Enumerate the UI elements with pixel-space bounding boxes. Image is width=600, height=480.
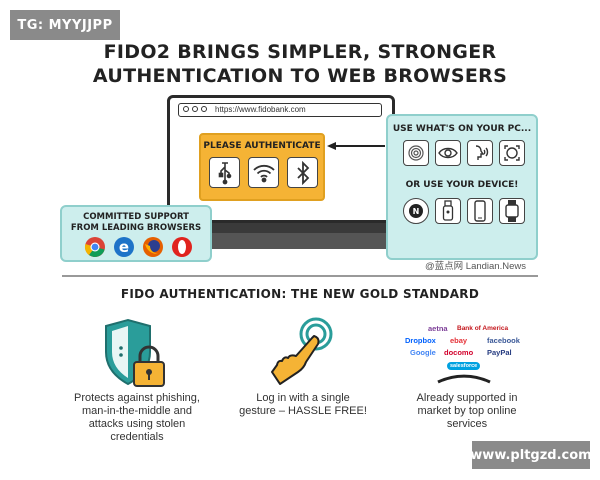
window-dots: [183, 106, 207, 112]
authenticate-label: PLEASE AUTHENTICATE: [203, 141, 321, 151]
phone-icon: [467, 198, 493, 224]
arrow-left-icon: [327, 142, 385, 150]
svg-text:N: N: [413, 207, 420, 216]
page-title: FIDO2 BRINGS SIMPLER, STRONGER AUTHENTIC…: [0, 40, 600, 88]
support-label-line-1: COMMITTED SUPPORT: [83, 212, 189, 222]
partner-logos-icon: [437, 374, 491, 384]
browser-url-bar: https://www.fidobank.com: [178, 103, 382, 117]
usb-icon: [209, 157, 240, 188]
pc-heading: USE WHAT'S ON YOUR PC...: [392, 124, 532, 134]
feature-caption-supported: Already supported in market by top onlin…: [392, 392, 542, 431]
feature-caption-phishing: Protects against phishing, man-in-the-mi…: [62, 392, 212, 444]
feature-3-line-1: Already supported in: [416, 392, 518, 404]
partner-logos: aetna Bank of America Dropbox ebay faceb…: [405, 322, 525, 380]
partner-aetna: aetna: [428, 324, 448, 333]
title-line-2: AUTHENTICATION TO WEB BROWSERS: [92, 65, 508, 87]
edge-icon: e: [114, 237, 134, 257]
feature-1-line-3: attacks using stolen: [88, 418, 186, 430]
partner-salesforce: salesforce: [447, 362, 481, 370]
section-divider: [62, 275, 538, 277]
feature-3-line-3: services: [446, 418, 488, 430]
watch-icon: [499, 198, 525, 224]
support-label-line-2: FROM LEADING BROWSERS: [70, 223, 202, 233]
wifi-icon: [248, 157, 279, 188]
authenticator-options-panel: USE WHAT'S ON YOUR PC... OR USE YOUR DEV…: [386, 114, 538, 260]
shield-lock-icon: [105, 318, 165, 387]
firefox-icon: [143, 237, 163, 257]
watermark-bottom-right: www.pltgzd.com: [470, 441, 592, 469]
hand-touch-icon: [271, 317, 333, 385]
chrome-icon: [84, 237, 105, 257]
title-line-1: FIDO2 BRINGS SIMPLER, STRONGER: [103, 41, 497, 63]
partner-bofa: Bank of America: [457, 325, 509, 332]
partner-ebay: ebay: [450, 336, 468, 345]
laptop-keyboard: [132, 223, 432, 233]
authenticate-dialog: PLEASE AUTHENTICATE: [199, 133, 325, 201]
section-title: FIDO AUTHENTICATION: THE NEW GOLD STANDA…: [120, 287, 480, 301]
fingerprint-icon: [403, 140, 429, 166]
source-credit: @蓝点网 Landian.News: [425, 261, 526, 272]
partner-facebook: facebook: [487, 336, 520, 345]
voice-icon: [467, 140, 493, 166]
browser-support-panel: COMMITTED SUPPORT FROM LEADING BROWSERS …: [60, 205, 212, 262]
feature-1-line-2: man-in-the-middle and: [81, 405, 193, 417]
device-heading: OR USE YOUR DEVICE!: [405, 180, 519, 190]
eye-icon: [435, 140, 461, 166]
svg-text:e: e: [119, 238, 129, 256]
partner-paypal: PayPal: [487, 348, 512, 357]
partner-docomo: docomo: [444, 348, 474, 357]
feature-2-line-1: Log in with a single: [256, 392, 350, 404]
feature-1-line-4: credentials: [110, 431, 164, 443]
watermark-top-left: TG: MYYJJPP: [10, 10, 120, 40]
partner-dropbox: Dropbox: [405, 336, 436, 345]
face-icon: [499, 140, 525, 166]
feature-2-line-2: gesture – HASSLE FREE!: [239, 405, 367, 417]
support-label: COMMITTED SUPPORT FROM LEADING BROWSERS: [62, 212, 210, 234]
feature-1-line-1: Protects against phishing,: [74, 392, 200, 404]
partner-google: Google: [410, 348, 436, 357]
usb-key-icon: [435, 198, 461, 224]
browser-url: https://www.fidobank.com: [215, 105, 306, 114]
feature-3-line-2: market by top online: [417, 405, 517, 417]
feature-caption-gesture: Log in with a single gesture – HASSLE FR…: [228, 392, 378, 418]
opera-icon: [172, 237, 192, 257]
bluetooth-icon: [287, 157, 318, 188]
nfc-key-icon: N: [403, 198, 429, 224]
